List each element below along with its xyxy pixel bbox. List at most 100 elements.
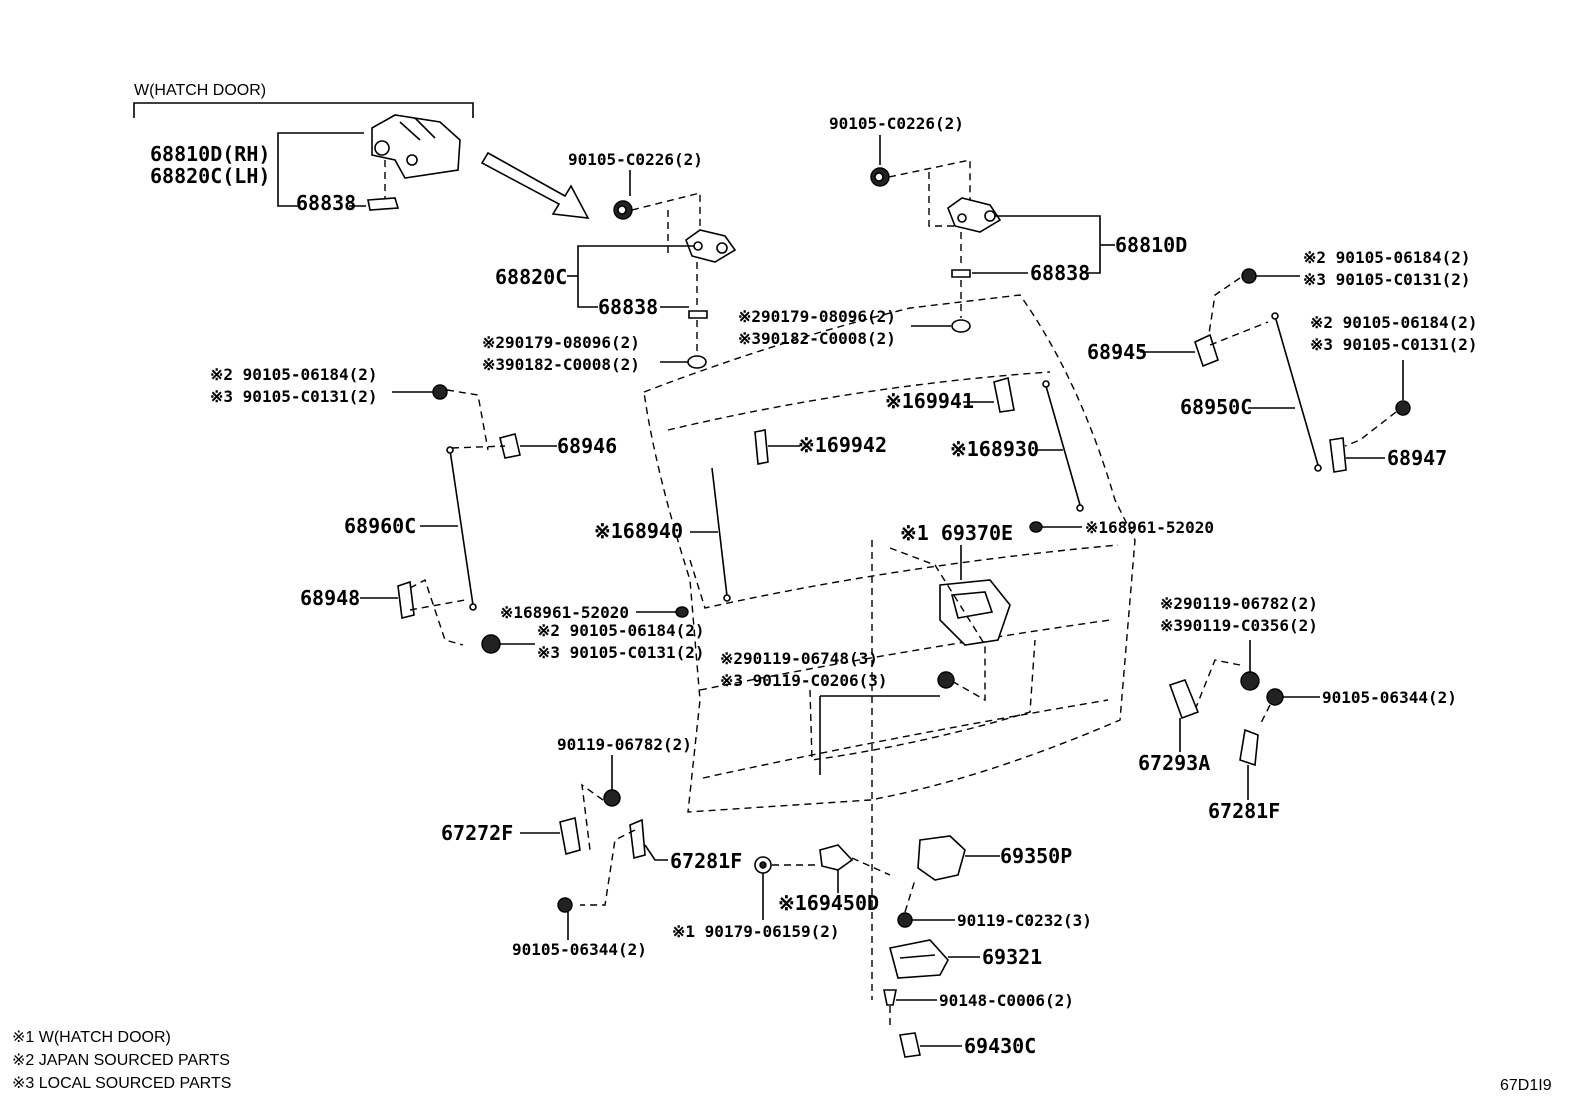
label-bolt-ul-b: ※3 90105-C0131(2) (210, 387, 378, 406)
bracket-68946-icon (499, 433, 521, 459)
label-washer-right-a: ※290179-08096(2) (738, 307, 896, 326)
label-68810d-rh: 68810D(RH) (150, 142, 270, 166)
cushion-right-icon (1029, 521, 1043, 533)
legend-item-3: ※3 LOCAL SOURCED PARTS (12, 1075, 231, 1092)
group-title: W(HATCH DOOR) (134, 82, 266, 99)
label-bolt-rr-a: ※290119-06782(2) (1160, 594, 1318, 613)
label-68948: 68948 (300, 586, 360, 610)
shim-left-icon (688, 310, 708, 319)
bracket-69942-icon (754, 429, 769, 465)
group-bracket-line (133, 102, 474, 118)
striker-69450d-icon (819, 844, 854, 871)
screw-cover-icon (883, 989, 897, 1006)
label-screw-ll: 90105-06344(2) (512, 940, 647, 959)
label-69942: ※169942 (798, 433, 887, 457)
label-69941: ※169941 (885, 389, 974, 413)
label-bolt-latch: 90119-C0232(3) (957, 911, 1092, 930)
hinge-hole-icon (406, 154, 418, 166)
left-damper-assembly: 90119-06782(2) 67272F 67281F 90105-06344… (441, 735, 742, 959)
damper-67272f-icon (559, 816, 581, 856)
label-67281f-right: 67281F (1208, 799, 1280, 823)
label-bolt-top-right: 90105-C0226(2) (829, 114, 964, 133)
label-68930: ※168930 (950, 437, 1039, 461)
hinge-left-icon (685, 229, 737, 263)
label-cushion-left: ※168961-52020 (500, 603, 629, 622)
label-68950c: 68950C (1180, 395, 1252, 419)
legend: ※1 W(HATCH DOOR) ※2 JAPAN SOURCED PARTS … (12, 1029, 231, 1092)
bolt-icon (603, 789, 621, 807)
label-68940: ※168940 (594, 519, 683, 543)
stay-left-assembly: ※2 90105-06184(2) ※3 90105-C0131(2) 6894… (210, 365, 705, 662)
shim-inset-icon (367, 197, 400, 211)
bracket-68945-icon (1194, 333, 1219, 368)
arrow-icon (480, 151, 590, 219)
damper-67293a-icon (1168, 679, 1200, 720)
label-washer-left-a: ※290179-08096(2) (482, 333, 640, 352)
label-69430c: 69430C (964, 1034, 1036, 1058)
label-bolt-r-b: ※3 90105-C0131(2) (1310, 335, 1478, 354)
clip-69430c-icon (899, 1032, 921, 1058)
label-bolt-ur-b: ※3 90105-C0131(2) (1303, 270, 1471, 289)
label-68838-inset: 68838 (296, 191, 356, 215)
label-bolt-c-a: ※290119-06748(3) (720, 649, 878, 668)
label-bolt-r-a: ※2 90105-06184(2) (1310, 313, 1478, 332)
label-washer-right-b: ※390182-C0008(2) (738, 329, 896, 348)
label-bolt-ur-a: ※2 90105-06184(2) (1303, 248, 1471, 267)
hatch-door-group-inset: W(HATCH DOOR) 68810D(RH) 68820C(LH) 6883… (133, 82, 474, 215)
washer-left-icon (687, 355, 707, 369)
label-68838-right: 68838 (1030, 261, 1090, 285)
footer-code: 67D1I9 (1500, 1077, 1552, 1094)
hinge-right-icon (947, 197, 1002, 233)
label-67281f-left: 67281F (670, 849, 742, 873)
label-67293a: 67293A (1138, 751, 1210, 775)
bumper-67281f-left-icon (629, 818, 646, 860)
hinge-pin-icon (374, 140, 390, 156)
cushion-left-icon (675, 606, 689, 618)
screw-icon (557, 897, 573, 913)
label-bolt-ll-b: ※3 90105-C0131(2) (537, 643, 705, 662)
label-cushion-right: ※168961-52020 (1085, 518, 1214, 537)
bumper-67281f-right-icon (1239, 728, 1259, 767)
hinge-left-assembly: 90105-C0226(2) 68820C 68838 ※290179-0809… (482, 150, 737, 374)
legend-item-1: ※1 W(HATCH DOOR) (12, 1029, 171, 1046)
bolt-icon (1395, 400, 1411, 416)
hinge-inset-icon (371, 114, 461, 179)
hatch-door-panel (643, 294, 1136, 1000)
label-bolt-c-b: ※3 90119-C0206(3) (720, 671, 888, 690)
label-bolt-rr-b: ※390119-C0356(2) (1160, 616, 1318, 635)
label-68820c: 68820C (495, 265, 567, 289)
bolt-icon (1241, 268, 1257, 284)
shim-right-icon (951, 269, 971, 278)
label-69450d: ※169450D (778, 891, 879, 915)
bolt-icon (937, 671, 955, 689)
label-bolt-ll2: 90119-06782(2) (557, 735, 692, 754)
bolt-icon (481, 634, 501, 654)
label-67272f: 67272F (441, 821, 513, 845)
screw-icon (1266, 688, 1284, 706)
bolt-icon (432, 384, 448, 400)
label-bolt-top-left: 90105-C0226(2) (568, 150, 703, 169)
label-69370e: ※1 69370E (900, 521, 1013, 545)
label-washer-bottom: ※1 90179-06159(2) (672, 922, 840, 941)
label-68945: 68945 (1087, 340, 1147, 364)
direction-arrow (480, 151, 590, 219)
hinge-right-assembly: 90105-C0226(2) 68810D 68838 ※290179-0809… (738, 114, 1187, 348)
bolt-icon (1240, 671, 1260, 691)
bracket-68948-icon (397, 580, 415, 619)
label-69321: 69321 (982, 945, 1042, 969)
label-68946: 68946 (557, 434, 617, 458)
bolt-icon (897, 912, 913, 928)
label-68960c: 68960C (344, 514, 416, 538)
cover-69321-icon (889, 939, 949, 979)
stay-right-assembly: ※2 90105-06184(2) ※3 90105-C0131(2) 6894… (1087, 248, 1478, 473)
lock-assembly: ※1 69370E ※290119-06748(3) ※3 90119-C020… (720, 521, 1013, 775)
latch-69350p-icon (917, 835, 966, 881)
bottom-latch-assembly: ※1 90179-06159(2) ※169450D 69350P 90119-… (672, 835, 1092, 1058)
label-68838-left: 68838 (598, 295, 658, 319)
label-68810d: 68810D (1115, 233, 1187, 257)
washer-right-icon (951, 319, 971, 333)
inner-stays: ※169942 ※169941 ※168930 ※168940 ※168961-… (500, 376, 1214, 622)
bracket-69941-icon (993, 376, 1015, 413)
legend-item-2: ※2 JAPAN SOURCED PARTS (12, 1052, 230, 1069)
